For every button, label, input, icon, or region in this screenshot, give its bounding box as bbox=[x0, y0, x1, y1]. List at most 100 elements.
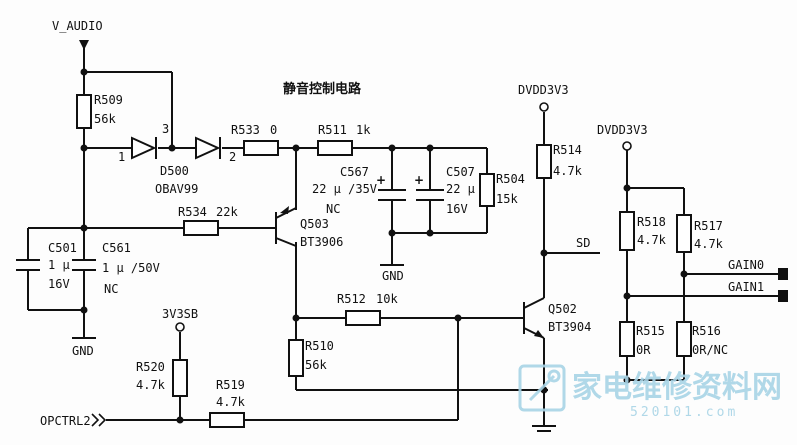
supply-terminal-icon bbox=[175, 322, 185, 332]
c561-note: NC bbox=[104, 282, 118, 296]
r509-value: 56k bbox=[94, 112, 116, 126]
r511-ref: R511 bbox=[318, 123, 347, 137]
r520-ref: R520 bbox=[136, 360, 165, 374]
net-gnd-a: GND bbox=[382, 269, 404, 283]
resistor-r511 bbox=[317, 140, 353, 156]
supply-arrow-icon bbox=[79, 40, 89, 50]
net-opctrl: OPCTRL2 bbox=[40, 414, 91, 428]
r519-value: 4.7k bbox=[216, 395, 246, 409]
r516-value: 0R/NC bbox=[692, 343, 728, 357]
r512-ref: R512 bbox=[337, 292, 366, 306]
r534-value: 22k bbox=[216, 205, 238, 219]
junctions bbox=[80, 68, 688, 424]
resistor-r515 bbox=[619, 321, 635, 357]
junction-dot bbox=[623, 184, 631, 192]
watermark-brand: 家电维修资料网 bbox=[572, 370, 782, 405]
r515-value: 0R bbox=[636, 343, 651, 357]
capacitor-c561 bbox=[72, 259, 96, 271]
net-3v3sb: 3V3SB bbox=[162, 307, 198, 321]
c507-voltage: 16V bbox=[446, 202, 468, 216]
resistor-r533 bbox=[243, 140, 279, 156]
gain0-connector-icon bbox=[778, 268, 788, 280]
capacitor-c567: + bbox=[376, 173, 406, 201]
r516-ref: R516 bbox=[692, 324, 721, 338]
q502-ref: Q502 bbox=[548, 302, 577, 316]
supply-terminal-icon bbox=[539, 102, 549, 112]
c501-ref: C501 bbox=[48, 241, 77, 255]
c507-ref: C507 bbox=[446, 165, 475, 179]
net-gain0: GAIN0 bbox=[728, 258, 764, 272]
r520-value: 4.7k bbox=[136, 378, 166, 392]
r518-value: 4.7k bbox=[637, 233, 667, 247]
r514-value: 4.7k bbox=[553, 164, 583, 178]
emitter-arrow-icon bbox=[280, 206, 289, 214]
net-v-audio: V_AUDIO bbox=[52, 19, 103, 33]
r512-value: 10k bbox=[376, 292, 398, 306]
r509-ref: R509 bbox=[94, 93, 123, 107]
power-symbols bbox=[72, 40, 788, 432]
net-gain1: GAIN1 bbox=[728, 280, 764, 294]
resistor-r504 bbox=[479, 173, 495, 207]
resistor-r514 bbox=[536, 144, 552, 179]
resistor-r517 bbox=[676, 214, 692, 253]
diode-icon bbox=[195, 136, 221, 160]
junction-dot bbox=[176, 416, 184, 424]
diode-icon bbox=[131, 136, 157, 160]
junction-dot bbox=[80, 224, 88, 232]
junction-dot bbox=[540, 249, 548, 257]
r504-ref: R504 bbox=[496, 172, 525, 186]
d500-ref: D500 bbox=[160, 164, 189, 178]
resistor-r534 bbox=[183, 220, 219, 236]
d500-pin3: 3 bbox=[162, 122, 169, 136]
r510-value: 56k bbox=[305, 358, 327, 372]
transistor-q502 bbox=[523, 297, 545, 339]
junction-dot bbox=[80, 68, 88, 76]
resistor-r509 bbox=[76, 94, 92, 129]
c567-ref: C567 bbox=[340, 165, 369, 179]
resistor-r516 bbox=[676, 321, 692, 357]
d500-pin2: 2 bbox=[229, 150, 236, 164]
q503-ref: Q503 bbox=[300, 217, 329, 231]
r514-ref: R514 bbox=[553, 143, 582, 157]
d500-pin1: 1 bbox=[118, 150, 125, 164]
net-dvdd-a: DVDD3V3 bbox=[518, 83, 569, 97]
c561-ref: C561 bbox=[102, 241, 131, 255]
watermark-url: 520101.com bbox=[630, 405, 738, 420]
c507-value: 22 μ bbox=[446, 182, 475, 196]
input-port-icon bbox=[91, 413, 107, 427]
net-sd: SD bbox=[576, 236, 590, 250]
svg-text:+: + bbox=[414, 173, 424, 187]
d500-value: OBAV99 bbox=[155, 182, 198, 196]
junction-dot bbox=[80, 144, 88, 152]
transistor-q503 bbox=[275, 206, 297, 247]
q502-value: BT3904 bbox=[548, 320, 591, 334]
supply-terminal-icon bbox=[622, 141, 632, 151]
junction-dot bbox=[426, 144, 434, 152]
junction-dot bbox=[680, 270, 688, 278]
r519-ref: R519 bbox=[216, 378, 245, 392]
junction-dot bbox=[80, 306, 88, 314]
junction-dot bbox=[454, 314, 462, 322]
resistor-r510 bbox=[288, 339, 304, 377]
junction-dot bbox=[623, 376, 631, 384]
c567-value: 22 μ /35V bbox=[312, 182, 377, 196]
resistors bbox=[76, 94, 692, 428]
r511-value: 1k bbox=[356, 123, 371, 137]
net-gnd-b: GND bbox=[72, 344, 94, 358]
net-dvdd-b: DVDD3V3 bbox=[597, 123, 648, 137]
watermark: 家电维修资料网 520101.com bbox=[518, 364, 782, 420]
diode-d500 bbox=[131, 136, 221, 160]
resistor-r518 bbox=[619, 211, 635, 251]
capacitor-c507: + bbox=[414, 173, 444, 201]
c561-value: 1 μ /50V bbox=[102, 261, 160, 275]
r517-value: 4.7k bbox=[694, 237, 724, 251]
capacitor-c501 bbox=[16, 259, 40, 271]
r515-ref: R515 bbox=[636, 324, 665, 338]
svg-text:+: + bbox=[376, 173, 386, 187]
c501-voltage: 16V bbox=[48, 277, 70, 291]
junction-dot bbox=[292, 144, 300, 152]
r518-ref: R518 bbox=[637, 215, 666, 229]
ground-icon bbox=[532, 425, 556, 432]
